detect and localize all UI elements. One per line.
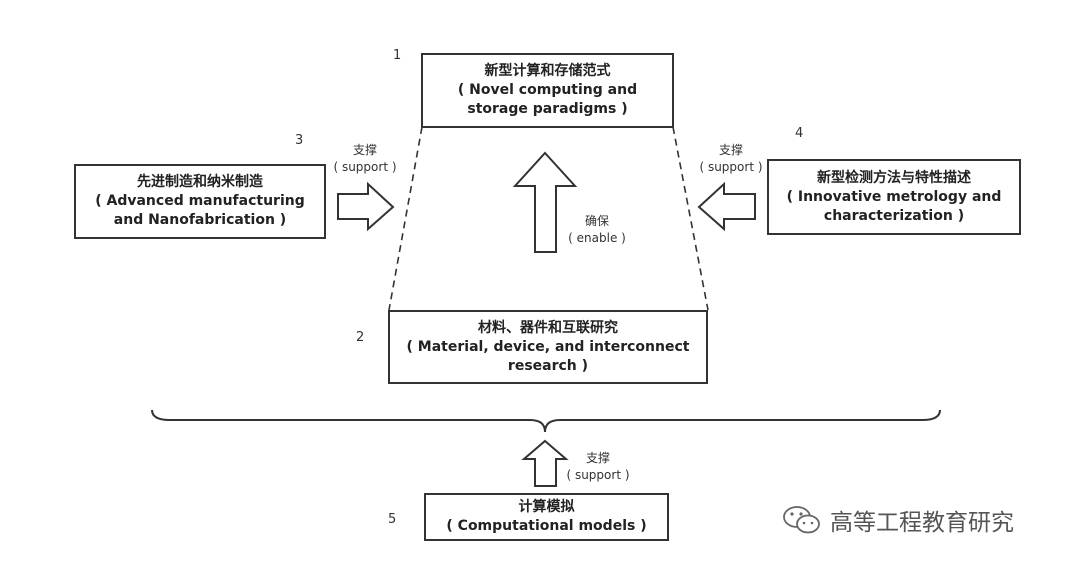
node-computational-models-zh: 计算模拟 [518, 499, 575, 515]
support-up-arrow-bottom [521, 439, 569, 487]
edge-label-support-right-en: ( support ) [699, 160, 763, 174]
node-computational-models: 计算模拟 ( Computational models ) [424, 493, 669, 541]
node-novel-computing: 新型计算和存储范式 ( Novel computing and storage … [421, 53, 674, 128]
node-novel-computing-en: ( Novel computing and storage paradigms … [457, 82, 638, 117]
trapezoid-left-dashed [388, 126, 423, 311]
curly-brace [151, 409, 941, 433]
edge-label-support-left: 支撑 ( support ) [320, 142, 410, 176]
edge-label-enable: 确保 ( enable ) [552, 213, 642, 247]
support-right-arrow-left [337, 181, 395, 232]
node-material-device: 材料、器件和互联研究 ( Material, device, and inter… [388, 310, 708, 384]
edge-label-enable-zh: 确保 [584, 214, 609, 228]
node-innovative-metrology-en: ( Innovative metrology and characterizat… [786, 188, 1002, 224]
node-advanced-manufacturing-zh: 先进制造和纳米制造 [137, 174, 263, 190]
edge-label-support-right: 支撑 ( support ) [686, 142, 776, 176]
edge-label-support-left-en: ( support ) [333, 160, 397, 174]
node-number-5: 5 [388, 512, 397, 527]
watermark-text: 高等工程教育研究 [830, 510, 1014, 536]
node-advanced-manufacturing-en: ( Advanced manufacturing and Nanofabrica… [95, 193, 305, 228]
node-number-2: 2 [356, 330, 365, 345]
node-advanced-manufacturing: 先进制造和纳米制造 ( Advanced manufacturing and N… [74, 164, 326, 239]
edge-label-support-bottom-zh: 支撑 [585, 451, 610, 465]
node-innovative-metrology-zh: 新型检测方法与特性描述 [817, 169, 971, 186]
wechat-icon [783, 506, 820, 534]
enable-up-arrow [512, 151, 578, 253]
node-innovative-metrology: 新型检测方法与特性描述 ( Innovative metrology and c… [767, 159, 1021, 235]
edge-label-support-left-zh: 支撑 [352, 143, 377, 157]
edge-label-support-bottom: 支撑 ( support ) [553, 450, 643, 484]
node-number-1: 1 [393, 48, 402, 63]
node-material-device-en: ( Material, device, and interconnect res… [406, 338, 690, 374]
node-novel-computing-zh: 新型计算和存储范式 [484, 63, 611, 79]
node-number-3: 3 [295, 133, 304, 148]
node-material-device-zh: 材料、器件和互联研究 [478, 319, 618, 336]
edge-label-support-right-zh: 支撑 [718, 143, 743, 157]
watermark: 高等工程教育研究 [782, 500, 1014, 540]
edge-label-support-bottom-en: ( support ) [566, 468, 630, 482]
node-computational-models-en: ( Computational models ) [446, 518, 647, 534]
support-left-arrow-right [697, 181, 756, 232]
edge-label-enable-en: ( enable ) [568, 231, 626, 245]
node-number-4: 4 [795, 126, 804, 141]
